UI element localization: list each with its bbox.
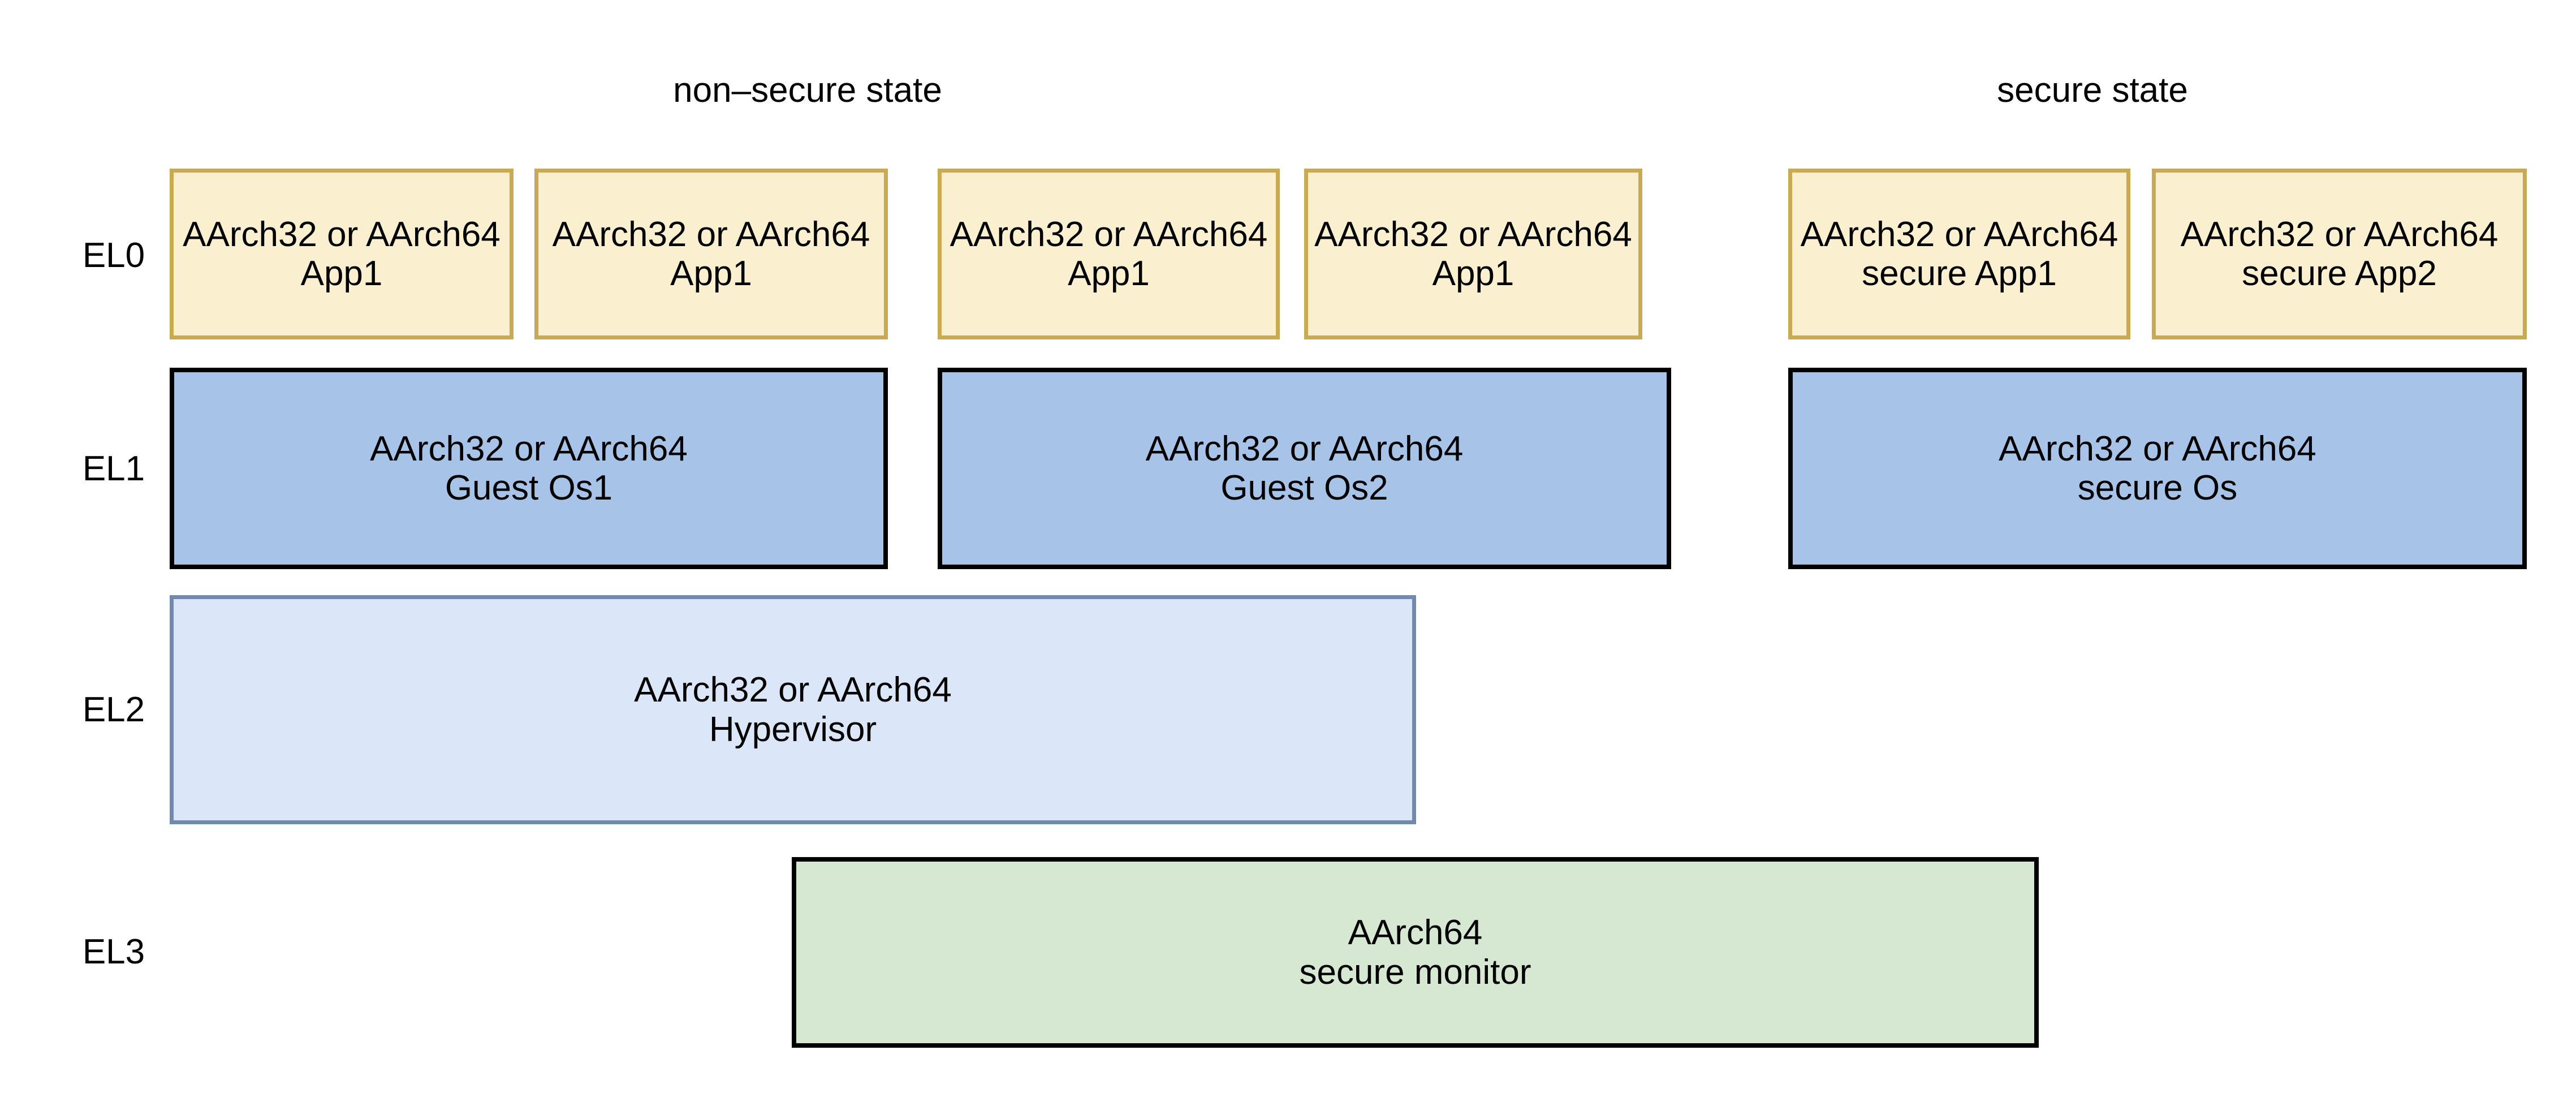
el0-app1-box-2: AArch32 or AArch64 App1 — [534, 169, 888, 339]
box-line-2: App1 — [1068, 254, 1150, 293]
el2-hypervisor-box: AArch32 or AArch64 Hypervisor — [170, 595, 1416, 824]
el0-app1-box-4: AArch32 or AArch64 App1 — [1304, 169, 1642, 339]
box-line-2: secure monitor — [1299, 952, 1531, 992]
box-line-1: AArch32 or AArch64 — [552, 214, 870, 254]
el0-secure-app1-box: AArch32 or AArch64 secure App1 — [1788, 169, 2130, 339]
el1-secure-os-box: AArch32 or AArch64 secure Os — [1788, 368, 2527, 569]
box-line-2: secure Os — [2077, 468, 2238, 507]
box-line-2: App1 — [1432, 254, 1514, 293]
box-line-1: AArch32 or AArch64 — [1800, 214, 2118, 254]
el3-secure-monitor-box: AArch64 secure monitor — [792, 857, 2039, 1048]
box-line-1: AArch32 or AArch64 — [950, 214, 1268, 254]
el3-label: EL3 — [82, 932, 145, 971]
box-line-2: Guest Os1 — [445, 468, 613, 507]
el1-guest-os1-box: AArch32 or AArch64 Guest Os1 — [170, 368, 888, 569]
box-line-2: Hypervisor — [709, 709, 877, 749]
box-line-1: AArch32 or AArch64 — [1145, 429, 1464, 468]
box-line-1: AArch32 or AArch64 — [370, 429, 688, 468]
box-line-2: secure App2 — [2242, 254, 2437, 293]
box-line-1: AArch32 or AArch64 — [1314, 214, 1632, 254]
box-line-1: AArch32 or AArch64 — [2180, 214, 2499, 254]
box-line-2: secure App1 — [1862, 254, 2057, 293]
el0-app1-box-3: AArch32 or AArch64 App1 — [938, 169, 1280, 339]
box-line-1: AArch32 or AArch64 — [1999, 429, 2316, 468]
secure-state-title: secure state — [1997, 71, 2188, 110]
el0-app1-box-1: AArch32 or AArch64 App1 — [170, 169, 514, 339]
box-line-1: AArch32 or AArch64 — [634, 670, 952, 710]
el0-secure-app2-box: AArch32 or AArch64 secure App2 — [2152, 169, 2527, 339]
el2-label: EL2 — [82, 690, 145, 729]
el1-label: EL1 — [82, 449, 145, 488]
box-line-2: Guest Os2 — [1220, 468, 1388, 507]
box-line-2: App1 — [300, 254, 383, 293]
non-secure-state-title: non–secure state — [673, 71, 942, 110]
box-line-1: AArch32 or AArch64 — [183, 214, 500, 254]
box-line-1: AArch64 — [1348, 913, 1483, 953]
el1-guest-os2-box: AArch32 or AArch64 Guest Os2 — [938, 368, 1671, 569]
box-line-2: App1 — [670, 254, 752, 293]
el0-label: EL0 — [82, 236, 145, 275]
